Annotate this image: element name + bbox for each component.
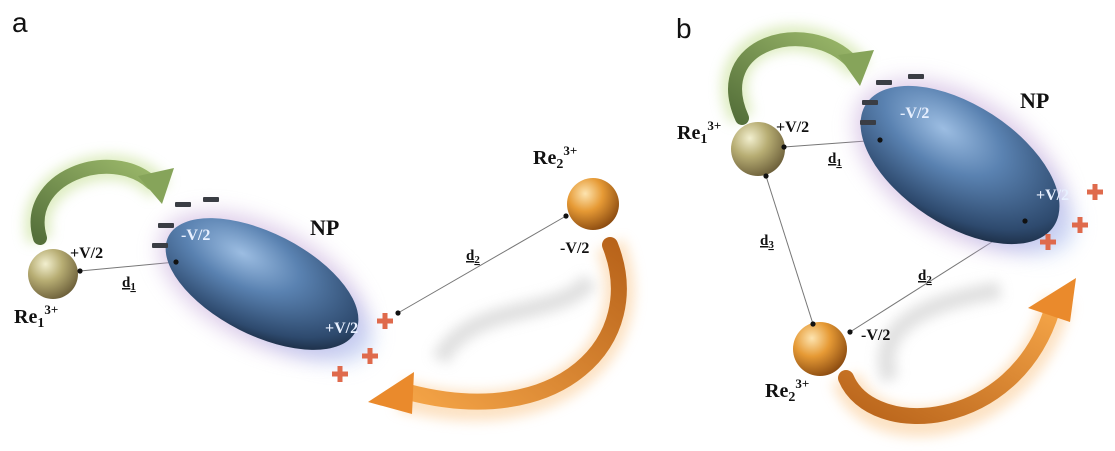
plus-sign-icon bbox=[332, 366, 348, 382]
panel-b: b bbox=[676, 13, 1103, 437]
orange-arrow-shaft-b bbox=[838, 302, 1060, 424]
minus-sign-icon bbox=[175, 202, 191, 207]
minus-sign-icon bbox=[862, 100, 878, 105]
ion1-label-a: Re13+ bbox=[14, 302, 58, 331]
minus-sign-icon bbox=[203, 197, 219, 202]
anchor-dot bbox=[395, 310, 401, 316]
distance-d3-b: d3 bbox=[760, 233, 774, 251]
np-left-charge-b: -V/2 bbox=[900, 105, 929, 122]
nanoparticle-a bbox=[165, 218, 359, 350]
minus-sign-icon bbox=[158, 223, 174, 228]
ion1-charge-b: +V/2 bbox=[776, 119, 809, 136]
anchor-dot bbox=[563, 213, 569, 219]
minus-sign-icon bbox=[860, 120, 876, 125]
orange-arrow-shaft-a bbox=[400, 237, 627, 410]
green-arrowhead-a bbox=[138, 168, 174, 204]
ion-re1-a bbox=[28, 249, 78, 299]
orange-arrow-shadow-b bbox=[877, 281, 1002, 383]
plus-sign-icon bbox=[377, 313, 393, 329]
distance-d2-a: d2 bbox=[466, 248, 480, 266]
anchor-dot bbox=[1022, 218, 1028, 224]
orange-arrowhead-b bbox=[1028, 278, 1076, 322]
orange-arrow-glow-a bbox=[395, 239, 635, 421]
np-left-charge-a: -V/2 bbox=[181, 227, 210, 244]
plus-sign-icon bbox=[1087, 184, 1103, 200]
ion-re2-a bbox=[567, 178, 619, 230]
orange-arrow-shadow-a bbox=[431, 273, 598, 365]
np-label-a: NP bbox=[310, 215, 339, 240]
d3-line-b bbox=[765, 175, 814, 325]
ion2-label-b: Re23+ bbox=[765, 376, 809, 405]
np-right-charge-b: +V/2 bbox=[1036, 187, 1069, 204]
ion1-charge-a: +V/2 bbox=[70, 245, 103, 262]
distance-d1-a: d1 bbox=[122, 275, 136, 293]
minus-sign-icon bbox=[876, 80, 892, 85]
green-arrowhead-b bbox=[838, 50, 874, 86]
minus-sign-icon bbox=[152, 243, 168, 248]
anchor-dot bbox=[763, 173, 769, 179]
ion2-label-a: Re23+ bbox=[533, 143, 577, 172]
anchor-dot bbox=[810, 321, 816, 327]
ion-re1-b bbox=[731, 122, 785, 176]
distance-d2-b: d2 bbox=[918, 268, 932, 286]
panel-label-a: a bbox=[12, 7, 28, 38]
distance-d1-b: d1 bbox=[828, 151, 842, 169]
anchor-dot bbox=[173, 259, 179, 265]
anchor-dot bbox=[847, 329, 853, 335]
ion1-label-b: Re13+ bbox=[677, 118, 721, 147]
ion2-charge-b: -V/2 bbox=[861, 327, 890, 344]
np-label-b: NP bbox=[1020, 88, 1049, 113]
ion2-charge-a: -V/2 bbox=[560, 240, 589, 257]
nanoparticle-b bbox=[860, 85, 1060, 245]
plus-sign-icon bbox=[1072, 217, 1088, 233]
green-arrow-shaft-a bbox=[30, 159, 159, 245]
anchor-dot bbox=[77, 268, 83, 274]
anchor-dot bbox=[877, 137, 883, 143]
anchor-dot bbox=[781, 144, 787, 150]
minus-sign-icon bbox=[908, 74, 924, 79]
d1-line-a bbox=[79, 261, 177, 272]
panel-label-b: b bbox=[676, 13, 692, 44]
np-right-charge-a: +V/2 bbox=[325, 320, 358, 337]
panel-a: a NP bbox=[12, 7, 635, 421]
plus-sign-icon bbox=[362, 348, 378, 364]
green-arrow-shaft-b bbox=[728, 32, 859, 125]
ion-re2-b bbox=[793, 322, 847, 376]
plus-sign-icon bbox=[1040, 234, 1056, 250]
d2-line-a bbox=[397, 215, 567, 314]
orange-arrowhead-a bbox=[368, 372, 414, 414]
